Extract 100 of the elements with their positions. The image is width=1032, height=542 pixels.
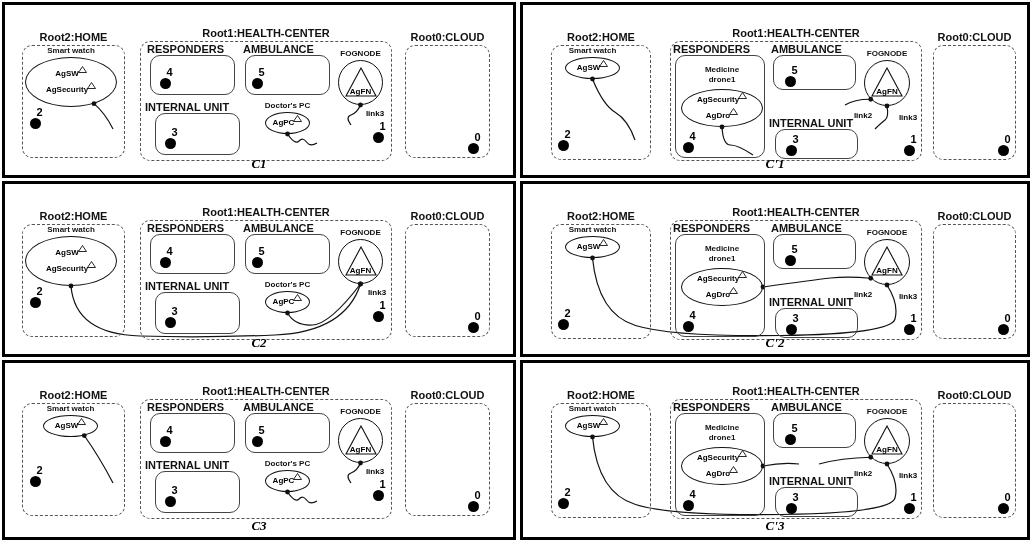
agent-label: AgPC: [272, 476, 295, 486]
connector-line: [760, 462, 800, 469]
node-number: 3: [792, 491, 799, 503]
device-label: Smart watch: [45, 404, 96, 414]
edge-label: link3: [897, 112, 919, 122]
unit-heading: INTERNAL UNIT: [769, 296, 854, 309]
node-number: 3: [171, 126, 178, 138]
agent-label: AgPC: [272, 297, 295, 307]
panel-caption: C'2: [764, 335, 786, 351]
node-label: FOGNODE: [865, 49, 909, 59]
device-label: Smart watch: [567, 404, 618, 414]
connector-line: [68, 281, 363, 338]
region-heading: Root0:CLOUD: [936, 31, 1013, 44]
node-number: 3: [171, 484, 178, 496]
edge-label: link3: [364, 108, 386, 118]
unit-heading: INTERNAL UNIT: [769, 475, 854, 488]
unit-heading: RESPONDERS: [147, 43, 226, 56]
agent-label: AgSW: [576, 242, 601, 252]
device-label: Doctor's PC: [263, 101, 312, 111]
diagram-panel: [520, 181, 1030, 357]
agent-label: AgFN: [348, 87, 373, 96]
node-number: 0: [474, 489, 481, 501]
unit-heading: AMBULANCE: [243, 401, 315, 414]
agent-label: AgSecurity: [696, 274, 740, 284]
diagram-panel: [520, 2, 1030, 178]
agent-label: AgFN: [348, 445, 373, 454]
edge-label: link2: [852, 468, 874, 478]
node-number: 4: [689, 309, 696, 321]
panel-caption: C'3: [764, 518, 786, 534]
edge-label: link3: [897, 291, 919, 301]
agent-label: AgDro: [705, 469, 731, 479]
node-number: 5: [791, 243, 798, 255]
node-number: 5: [258, 424, 265, 436]
node-number: 1: [379, 120, 386, 132]
edge-label: link3: [364, 466, 386, 476]
unit-heading: RESPONDERS: [147, 401, 226, 414]
agent-label: AgSecurity: [45, 264, 89, 274]
edge-label: link3: [897, 470, 919, 480]
connector-line: [590, 76, 636, 141]
connector-line: [347, 460, 363, 484]
unit-heading: INTERNAL UNIT: [769, 117, 854, 130]
panel-caption: C3: [250, 518, 268, 534]
agent-label: AgSW: [55, 248, 79, 258]
unit-heading: AMBULANCE: [771, 43, 843, 56]
agent-label: AgPC: [272, 118, 295, 128]
node-number: 2: [36, 464, 43, 476]
device-label: Smart watch: [46, 225, 96, 235]
device-label: Smart watch: [567, 46, 618, 56]
unit-heading: AMBULANCE: [771, 401, 843, 414]
device-label: Smart watch: [567, 225, 618, 235]
edge-label: link2: [852, 110, 874, 120]
region-heading: Root1:HEALTH-CENTER: [201, 27, 331, 40]
node-label: FOGNODE: [339, 228, 382, 238]
connector-line: [760, 275, 874, 290]
unit-heading: AMBULANCE: [771, 222, 843, 235]
region-heading: Root2:HOME: [566, 210, 636, 223]
node-number: 0: [474, 131, 481, 143]
unit-heading: INTERNAL UNIT: [145, 459, 231, 472]
node-number: 1: [379, 478, 386, 490]
region-heading: Root1:HEALTH-CENTER: [201, 206, 331, 219]
agent-label: AgSecurity: [696, 95, 740, 105]
connector-line: [844, 96, 874, 106]
region-heading: Root2:HOME: [38, 31, 109, 44]
edge-label: link3: [366, 287, 388, 297]
node-number: 2: [564, 486, 571, 498]
node-number: 5: [258, 245, 265, 257]
node-number: 2: [36, 106, 43, 118]
node-number: 2: [36, 285, 43, 297]
diagram-panel: [520, 360, 1030, 540]
node-number: 5: [791, 422, 798, 434]
node-number: 1: [910, 491, 917, 503]
node-number: 2: [564, 128, 571, 140]
agent-label: AgSW: [576, 421, 601, 431]
node-number: 1: [910, 312, 917, 324]
device-label: Medicine drone1: [703, 65, 741, 85]
unit-heading: INTERNAL UNIT: [145, 101, 231, 114]
connector-line: [874, 103, 890, 130]
node-number: 2: [564, 307, 571, 319]
node-number: 4: [689, 130, 696, 142]
region-heading: Root1:HEALTH-CENTER: [731, 385, 861, 398]
agent-label: AgFN: [875, 266, 899, 275]
connector-line: [818, 454, 874, 465]
unit-heading: RESPONDERS: [673, 401, 752, 414]
node-label: FOGNODE: [865, 228, 909, 238]
device-label: Doctor's PC: [263, 459, 312, 469]
region-heading: Root0:CLOUD: [936, 389, 1013, 402]
node-number: 0: [474, 310, 481, 322]
node-number: 4: [166, 424, 173, 436]
diagram-panel: [2, 2, 516, 178]
region-heading: Root2:HOME: [566, 389, 636, 402]
edge-label: link2: [852, 289, 874, 299]
device-label: Smart watch: [46, 46, 96, 56]
agent-label: AgFN: [875, 445, 899, 454]
node-number: 4: [689, 488, 696, 500]
unit-heading: RESPONDERS: [673, 222, 752, 235]
node-number: 0: [1004, 133, 1011, 145]
agent-label: AgSW: [54, 421, 79, 431]
node-number: 5: [258, 66, 265, 78]
node-number: 1: [910, 133, 917, 145]
node-number: 0: [1004, 312, 1011, 324]
